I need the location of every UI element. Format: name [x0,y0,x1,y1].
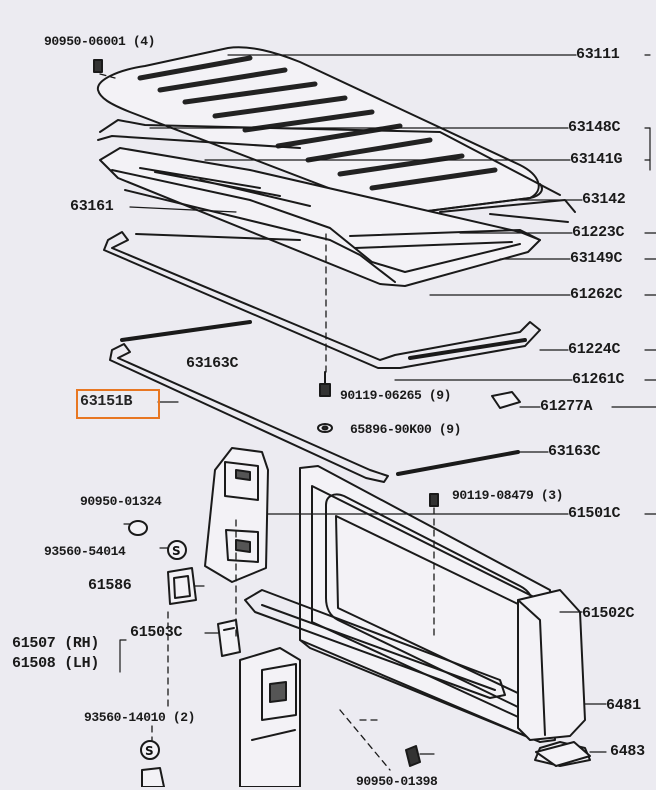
bolt-icon-2 [429,493,439,507]
strip-63163c-lower [396,450,520,476]
strip-61224c [408,338,527,360]
label-61261c: 61261C [572,371,625,388]
rail-bottom [244,589,506,699]
label-93560-54014: 93560-54014 [44,544,126,559]
svg-text:S: S [145,744,154,758]
dashed-leaders [99,73,435,771]
window-frame-61501c [299,465,556,743]
label-61586: 61586 [88,577,132,594]
svg-text:S: S [172,544,181,558]
label-90950-01324: 90950-01324 [80,494,162,509]
label-63142: 63142 [582,191,626,208]
washer-icon [317,423,333,433]
label-63141g: 63141G [570,151,623,168]
lower-pillar-61507 [239,647,301,787]
hinge-bracket-left [204,447,269,583]
label-63111: 63111 [576,46,620,63]
label-61277a: 61277A [540,398,593,415]
part-61586 [167,567,197,605]
bolt-icon [319,371,331,397]
label-61224c: 61224C [568,341,621,358]
label-63161: 63161 [70,198,114,215]
label-61501c: 61501C [568,505,621,522]
label-63163c-lower: 63163C [548,443,601,460]
label-61503c: 61503C [130,624,183,641]
bracket-6483 [535,741,591,767]
frame-63141g [99,147,576,287]
label-61223c: 61223C [572,224,625,241]
label-65896-90k00: 65896-90K00 (9) [350,422,462,437]
label-90950-01398: 90950-01398 [356,774,438,789]
clip-icon [93,59,103,73]
s-marker-icon-2: S [140,740,160,760]
strip-63163c-upper [120,320,252,342]
label-63151b[interactable]: 63151B [80,393,133,410]
cap-icon [128,520,148,536]
label-93560-14010: 93560-14010 (2) [84,710,196,725]
label-6483: 6483 [610,743,645,760]
label-90119-08479: 90119-08479 (3) [452,488,564,503]
highlight-box-63151b[interactable] [76,389,160,419]
label-90950-06001: 90950-06001 (4) [44,34,156,49]
s-marker-icon: S [167,540,187,560]
label-90119-06265: 90119-06265 (9) [340,388,452,403]
label-61508: 61508 (LH) [12,655,100,672]
label-61262c: 61262C [570,286,623,303]
seal-63151b [109,343,389,483]
seal-63148c [97,119,561,196]
label-61507: 61507 (RH) [12,635,100,652]
label-63149c: 63149C [570,250,623,267]
label-63163c-upper: 63163C [186,355,239,372]
label-61502c: 61502C [582,605,635,622]
part-61503c [217,619,241,657]
clip-61277a [491,391,521,409]
label-63148c: 63148C [568,119,621,136]
label-6481: 6481 [606,697,641,714]
bolt-90950-01398 [405,745,421,767]
leader-lines [119,54,656,755]
weatherstrip-61262c [103,231,541,369]
part-bottom-left [141,767,165,787]
